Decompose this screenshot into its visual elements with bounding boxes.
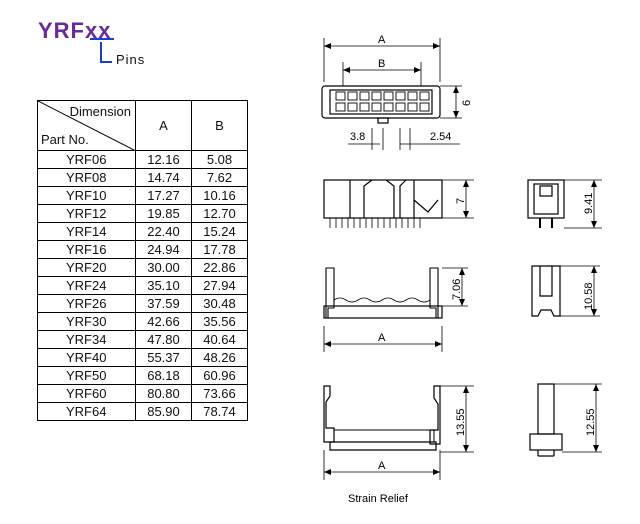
- side2-height-label: 10.58: [583, 282, 595, 310]
- dimension-b-cell: 48.26: [191, 348, 248, 367]
- side-view-3: [529, 383, 602, 457]
- top-height-label: 6: [461, 100, 473, 106]
- dimension-b-cell: 12.70: [191, 204, 248, 223]
- pitch-left-label: 3.8: [350, 131, 365, 143]
- table-header-row: Dimension Part No. A B: [37, 100, 248, 151]
- part-number-cell: YRF12: [37, 204, 136, 223]
- part-number-cell: YRF30: [37, 312, 136, 331]
- front1-height-label: 7: [455, 198, 467, 204]
- top-dim-a-label: A: [378, 34, 386, 46]
- top-view: [321, 38, 462, 150]
- dimension-a-cell: 30.00: [135, 258, 192, 277]
- part-number-cell: YRF10: [37, 186, 136, 205]
- dimension-a-cell: 35.10: [135, 276, 192, 295]
- front-view-2: [323, 267, 468, 352]
- dimension-b-cell: 5.08: [191, 150, 248, 169]
- header-diagonal-line: [38, 101, 136, 151]
- dimension-a-cell: 14.74: [135, 168, 192, 187]
- front-view-1: [323, 179, 474, 228]
- front-view-3: [323, 385, 474, 480]
- part-number-cell: YRF40: [37, 348, 136, 367]
- dimension-a-cell: 17.27: [135, 186, 192, 205]
- top-dim-b-label: B: [378, 58, 385, 70]
- side-view-1: [527, 179, 602, 229]
- dimension-a-cell: 42.66: [135, 312, 192, 331]
- pins-bracket-top: [90, 38, 114, 40]
- front2-dim-a-label: A: [378, 332, 386, 344]
- pins-bracket-stem: [100, 42, 102, 62]
- part-number-cell: YRF08: [37, 168, 136, 187]
- column-header-b: B: [191, 100, 248, 151]
- front3-height-label: 13.55: [455, 408, 467, 436]
- side-view-2: [531, 265, 600, 317]
- dimension-a-cell: 22.40: [135, 222, 192, 241]
- pins-label: Pins: [116, 52, 146, 67]
- part-number-cell: YRF16: [37, 240, 136, 259]
- dimension-b-cell: 22.86: [191, 258, 248, 277]
- front3-dim-a-label: A: [378, 460, 386, 472]
- front2-height-label: 7.06: [451, 279, 463, 300]
- part-number-cell: YRF14: [37, 222, 136, 241]
- side1-height-label: 9.41: [583, 193, 595, 214]
- table-header-corner: Dimension Part No.: [37, 100, 136, 151]
- dimension-b-cell: 17.78: [191, 240, 248, 259]
- pitch-right-label: 2.54: [430, 131, 451, 143]
- strain-relief-caption: Strain Relief: [348, 493, 409, 505]
- part-number-cell: YRF64: [37, 402, 136, 421]
- dimension-b-cell: 60.96: [191, 366, 248, 385]
- header-part-no-label: Part No.: [41, 132, 89, 147]
- dimension-a-cell: 85.90: [135, 402, 192, 421]
- pins-bracket-foot: [100, 61, 112, 63]
- side3-height-label: 12.55: [585, 408, 597, 436]
- dimension-b-cell: 78.74: [191, 402, 248, 421]
- header-dimension-label: Dimension: [69, 104, 131, 119]
